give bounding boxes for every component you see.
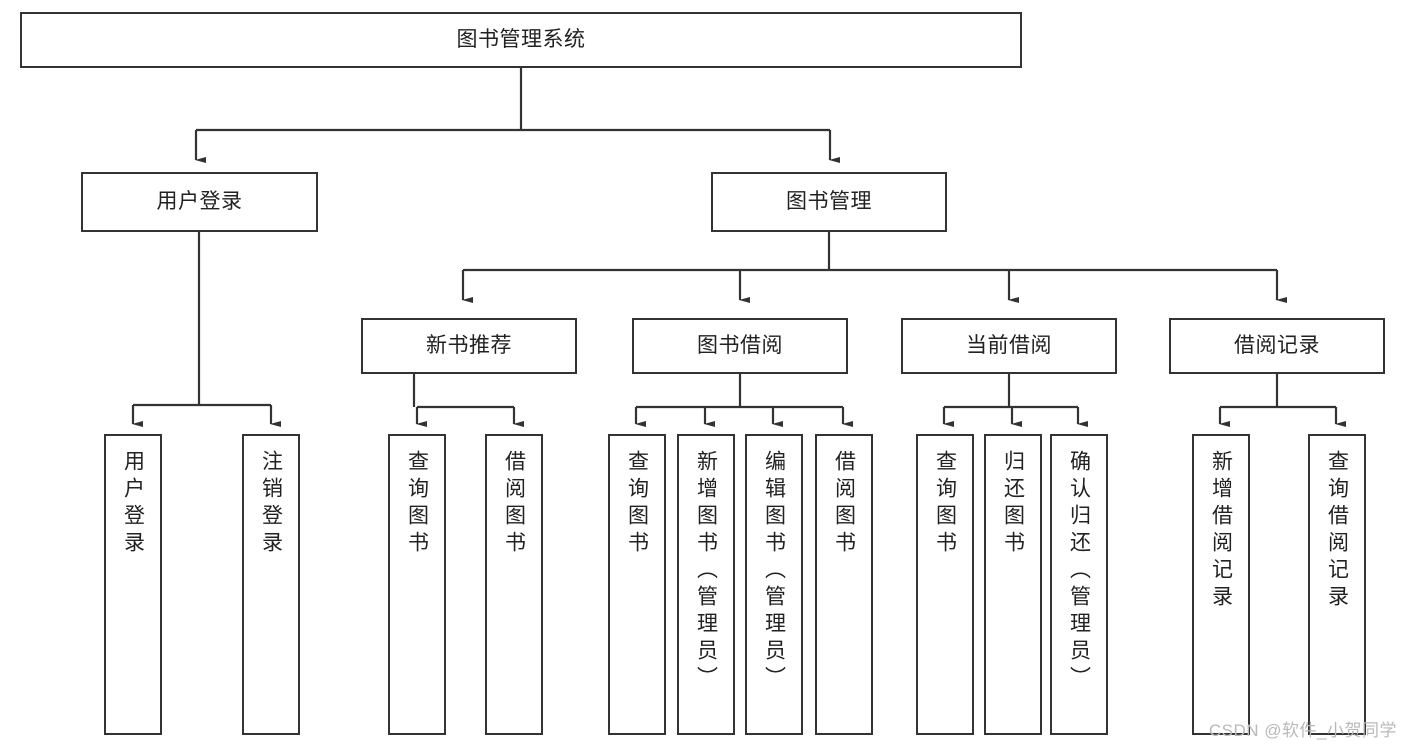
node-book-borrow-label: 图书借阅 <box>697 333 783 357</box>
leaf-label: 用户登录 <box>121 450 145 558</box>
leaf-current-query-book[interactable]: 查询图书 <box>916 434 974 735</box>
leaf-label: 借阅图书 <box>832 450 856 558</box>
node-current-borrow[interactable]: 当前借阅 <box>901 318 1117 374</box>
leaf-user-login-login[interactable]: 用户登录 <box>104 434 162 735</box>
leaf-label: 注销登录 <box>259 450 283 558</box>
node-current-borrow-label: 当前借阅 <box>966 333 1052 357</box>
leaf-borrow-edit-book-admin[interactable]: 编辑图书（管理员） <box>745 434 803 735</box>
leaf-label: 查询图书 <box>933 450 957 558</box>
leaf-label: 归还图书 <box>1001 450 1025 558</box>
leaf-label: 查询图书 <box>625 450 649 558</box>
node-book-management[interactable]: 图书管理 <box>711 172 947 232</box>
leaf-label: 查询图书 <box>405 450 429 558</box>
leaf-current-return-book[interactable]: 归还图书 <box>984 434 1042 735</box>
node-root-label: 图书管理系统 <box>456 27 586 51</box>
node-new-book-recommend-label: 新书推荐 <box>426 333 512 357</box>
node-book-borrow[interactable]: 图书借阅 <box>632 318 848 374</box>
leaf-label: 新增借阅记录 <box>1209 450 1233 612</box>
leaf-label: 确认归还（管理员） <box>1067 450 1091 693</box>
leaf-label: 查询借阅记录 <box>1325 450 1349 612</box>
leaf-label: 借阅图书 <box>502 450 526 558</box>
node-borrow-record-label: 借阅记录 <box>1234 333 1320 357</box>
leaf-recommend-borrow-book[interactable]: 借阅图书 <box>485 434 543 735</box>
leaf-user-login-logout[interactable]: 注销登录 <box>242 434 300 735</box>
leaf-current-confirm-return-admin[interactable]: 确认归还（管理员） <box>1050 434 1108 735</box>
node-book-management-label: 图书管理 <box>786 189 872 213</box>
leaf-record-query-record[interactable]: 查询借阅记录 <box>1308 434 1366 735</box>
node-borrow-record[interactable]: 借阅记录 <box>1169 318 1385 374</box>
node-user-login[interactable]: 用户登录 <box>81 172 318 232</box>
leaf-label: 新增图书（管理员） <box>694 450 718 693</box>
leaf-borrow-add-book-admin[interactable]: 新增图书（管理员） <box>677 434 735 735</box>
watermark-text: CSDN @软件_小贺同学 <box>1208 721 1397 740</box>
leaf-record-add-record[interactable]: 新增借阅记录 <box>1192 434 1250 735</box>
leaf-borrow-query-book[interactable]: 查询图书 <box>608 434 666 735</box>
leaf-recommend-query-book[interactable]: 查询图书 <box>388 434 446 735</box>
node-new-book-recommend[interactable]: 新书推荐 <box>361 318 577 374</box>
node-root[interactable]: 图书管理系统 <box>20 12 1022 68</box>
leaf-label: 编辑图书（管理员） <box>762 450 786 693</box>
leaf-borrow-borrow-book[interactable]: 借阅图书 <box>815 434 873 735</box>
node-user-login-label: 用户登录 <box>156 189 243 213</box>
